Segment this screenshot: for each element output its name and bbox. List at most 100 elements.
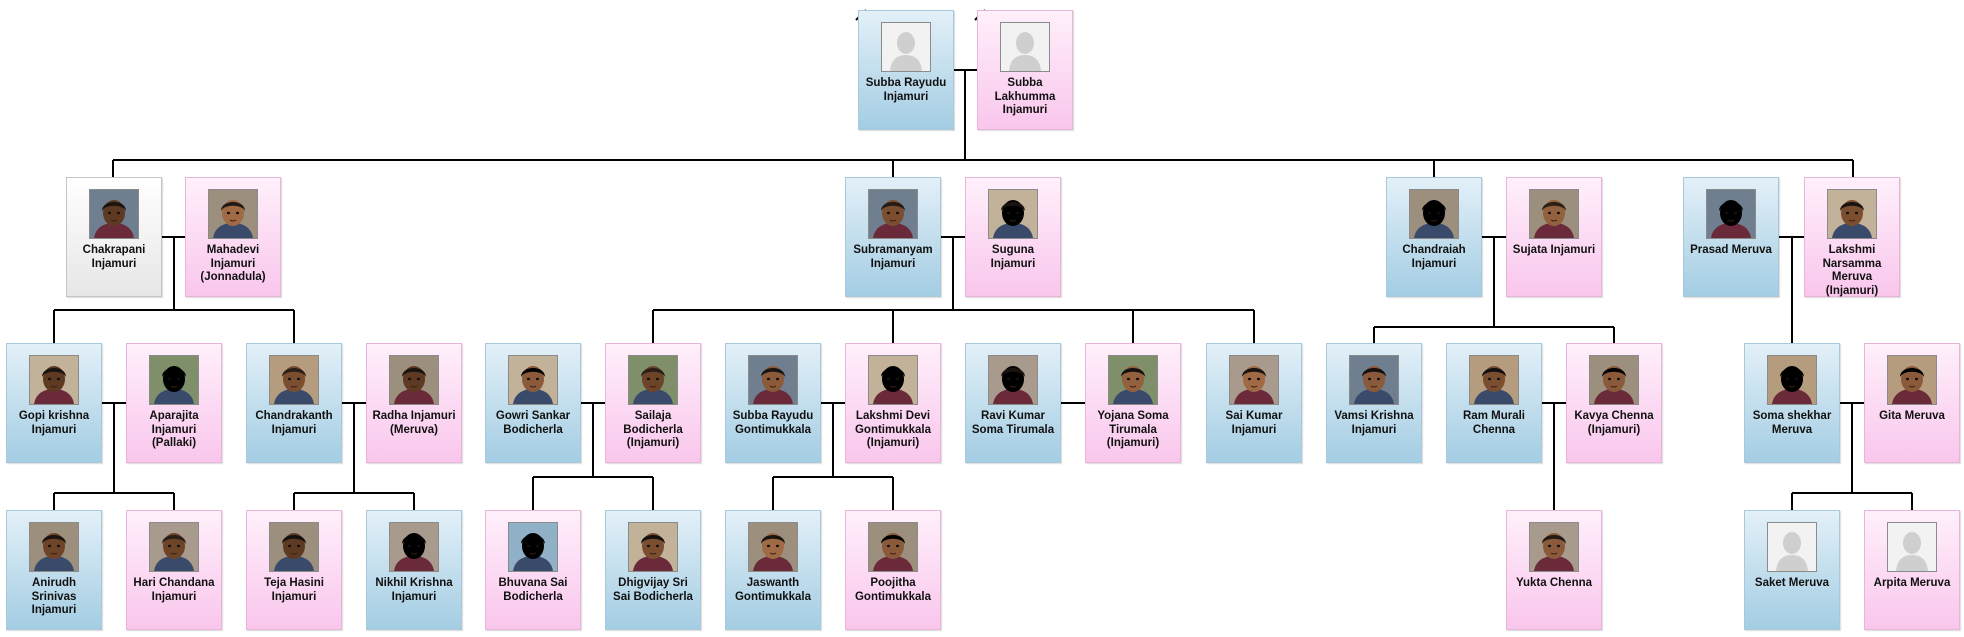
person-photo (1767, 355, 1817, 405)
person-photo (1469, 355, 1519, 405)
person-name: Nikhil Krishna Injamuri (375, 577, 453, 603)
person-card-teja-hasini-injamuri[interactable]: Teja Hasini Injamuri (246, 510, 342, 630)
person-name: Yojana Soma Tirumala (Injamuri) (1097, 410, 1169, 449)
person-card-subba-rayudu-gontimukkala[interactable]: Subba Rayudu Gontimukkala (725, 343, 821, 463)
person-name: Jaswanth Gontimukkala (734, 577, 812, 603)
person-card-sailaja-bodicherla[interactable]: Sailaja Bodicherla (Injamuri) (605, 343, 701, 463)
person-photo (748, 355, 798, 405)
person-name: Gowri Sankar Bodicherla (495, 410, 571, 436)
person-name: Yukta Chenna (1515, 577, 1593, 589)
silhouette-icon (1767, 522, 1817, 572)
person-card-nikhil-krishna-injamuri[interactable]: Nikhil Krishna Injamuri (366, 510, 462, 630)
person-photo (1108, 355, 1158, 405)
person-photo (508, 355, 558, 405)
person-photo (628, 522, 678, 572)
person-card-subba-rayudu-injamuri[interactable]: Subba Rayudu Injamuri (858, 10, 954, 130)
person-name: Prasad Meruva (1690, 244, 1772, 256)
person-card-radha-injamuri[interactable]: Radha Injamuri (Meruva) (366, 343, 462, 463)
person-name: Sujata Injamuri (1512, 244, 1596, 256)
person-name: Arpita Meruva (1873, 577, 1951, 589)
person-card-prasad-meruva[interactable]: Prasad Meruva (1683, 177, 1779, 297)
person-name: Teja Hasini Injamuri (264, 577, 324, 603)
person-card-anirudh-srinivas-injamuri[interactable]: Anirudh Srinivas Injamuri (6, 510, 102, 630)
person-name: Subba Rayudu Gontimukkala (732, 410, 814, 436)
person-name: Bhuvana Sai Bodicherla (498, 577, 568, 603)
person-photo (868, 189, 918, 239)
person-name: Gita Meruva (1879, 410, 1945, 422)
person-card-ravi-kumar-soma-tirumala[interactable]: Ravi Kumar Soma Tirumala (965, 343, 1061, 463)
person-name: Chandrakanth Injamuri (255, 410, 333, 436)
person-photo (29, 355, 79, 405)
person-card-bhuvana-sai-bodicherla[interactable]: Bhuvana Sai Bodicherla (485, 510, 581, 630)
person-name: Vamsi Krishna Injamuri (1334, 410, 1414, 436)
person-name: Subramanyam Injamuri (853, 244, 933, 270)
person-card-lakshmi-devi-gontimukkala[interactable]: Lakshmi Devi Gontimukkala (Injamuri) (845, 343, 941, 463)
person-photo (389, 522, 439, 572)
person-card-ram-murali-chenna[interactable]: Ram Murali Chenna (1446, 343, 1542, 463)
person-card-jaswanth-gontimukkala[interactable]: Jaswanth Gontimukkala (725, 510, 821, 630)
person-card-chakrapani-injamuri[interactable]: Chakrapani Injamuri (66, 177, 162, 297)
person-card-hari-chandana-injamuri[interactable]: Hari Chandana Injamuri (126, 510, 222, 630)
person-name: Lakshmi Narsamma Meruva (Injamuri) (1822, 244, 1882, 297)
person-name: Subba Lakhumma Injamuri (994, 77, 1056, 116)
person-photo (29, 522, 79, 572)
person-photo (1409, 189, 1459, 239)
person-photo (269, 522, 319, 572)
person-name: Kavya Chenna (Injamuri) (1574, 410, 1654, 436)
person-name: Lakshmi Devi Gontimukkala (Injamuri) (854, 410, 932, 449)
person-card-yojana-soma-tirumala[interactable]: Yojana Soma Tirumala (Injamuri) (1085, 343, 1181, 463)
person-card-chandraiah-injamuri[interactable]: Chandraiah Injamuri (1386, 177, 1482, 297)
person-photo (149, 522, 199, 572)
person-photo (868, 355, 918, 405)
person-card-aparajita-injamuri[interactable]: Aparajita Injamuri (Pallaki) (126, 343, 222, 463)
person-photo (868, 522, 918, 572)
person-name: Poojitha Gontimukkala (854, 577, 932, 603)
person-card-chandrakanth-injamuri[interactable]: Chandrakanth Injamuri (246, 343, 342, 463)
person-name: Ravi Kumar Soma Tirumala (971, 410, 1055, 436)
person-card-gita-meruva[interactable]: Gita Meruva (1864, 343, 1960, 463)
person-card-mahadevi-injamuri[interactable]: Mahadevi Injamuri (Jonnadula) (185, 177, 281, 297)
person-name: Saket Meruva (1754, 577, 1830, 589)
person-card-dhigvijay-sri-sai-bodicherla[interactable]: Dhigvijay Sri Sai Bodicherla (605, 510, 701, 630)
person-name: Dhigvijay Sri Sai Bodicherla (613, 577, 693, 603)
person-photo (508, 522, 558, 572)
person-name: Sai Kumar Injamuri (1225, 410, 1283, 436)
person-card-yukta-chenna[interactable]: Yukta Chenna (1506, 510, 1602, 630)
person-card-lakshmi-narsamma-meruva[interactable]: Lakshmi Narsamma Meruva (Injamuri) (1804, 177, 1900, 297)
person-photo (149, 355, 199, 405)
person-card-gowri-sankar-bodicherla[interactable]: Gowri Sankar Bodicherla (485, 343, 581, 463)
person-photo (1529, 189, 1579, 239)
person-photo (208, 189, 258, 239)
person-card-soma-shekhar-meruva[interactable]: Soma shekhar Meruva (1744, 343, 1840, 463)
person-photo (89, 189, 139, 239)
person-name: Hari Chandana Injamuri (133, 577, 215, 603)
person-name: Anirudh Srinivas Injamuri (31, 577, 77, 616)
person-card-kavya-chenna[interactable]: Kavya Chenna (Injamuri) (1566, 343, 1662, 463)
person-name: Aparajita Injamuri (Pallaki) (149, 410, 199, 449)
person-photo (1827, 189, 1877, 239)
person-name: Gopi krishna Injamuri (18, 410, 90, 436)
person-photo (1529, 522, 1579, 572)
person-card-suguna-injamuri[interactable]: Suguna Injamuri (965, 177, 1061, 297)
person-photo (1706, 189, 1756, 239)
person-photo (1589, 355, 1639, 405)
person-card-sujata-injamuri[interactable]: Sujata Injamuri (1506, 177, 1602, 297)
person-card-gopi-krishna-injamuri[interactable]: Gopi krishna Injamuri (6, 343, 102, 463)
person-card-arpita-meruva[interactable]: Arpita Meruva (1864, 510, 1960, 630)
person-card-saket-meruva[interactable]: Saket Meruva (1744, 510, 1840, 630)
person-photo (389, 355, 439, 405)
person-card-vamsi-krishna-injamuri[interactable]: Vamsi Krishna Injamuri (1326, 343, 1422, 463)
person-name: Chandraiah Injamuri (1402, 244, 1466, 270)
person-photo (1229, 355, 1279, 405)
person-name: Mahadevi Injamuri (Jonnadula) (200, 244, 266, 283)
person-card-sai-kumar-injamuri[interactable]: Sai Kumar Injamuri (1206, 343, 1302, 463)
person-name: Subba Rayudu Injamuri (865, 77, 947, 103)
person-card-subba-lakhumma-injamuri[interactable]: Subba Lakhumma Injamuri (977, 10, 1073, 130)
person-photo (1887, 355, 1937, 405)
silhouette-icon (881, 22, 931, 72)
person-card-subramanyam-injamuri[interactable]: Subramanyam Injamuri (845, 177, 941, 297)
person-photo (1349, 355, 1399, 405)
person-card-poojitha-gontimukkala[interactable]: Poojitha Gontimukkala (845, 510, 941, 630)
